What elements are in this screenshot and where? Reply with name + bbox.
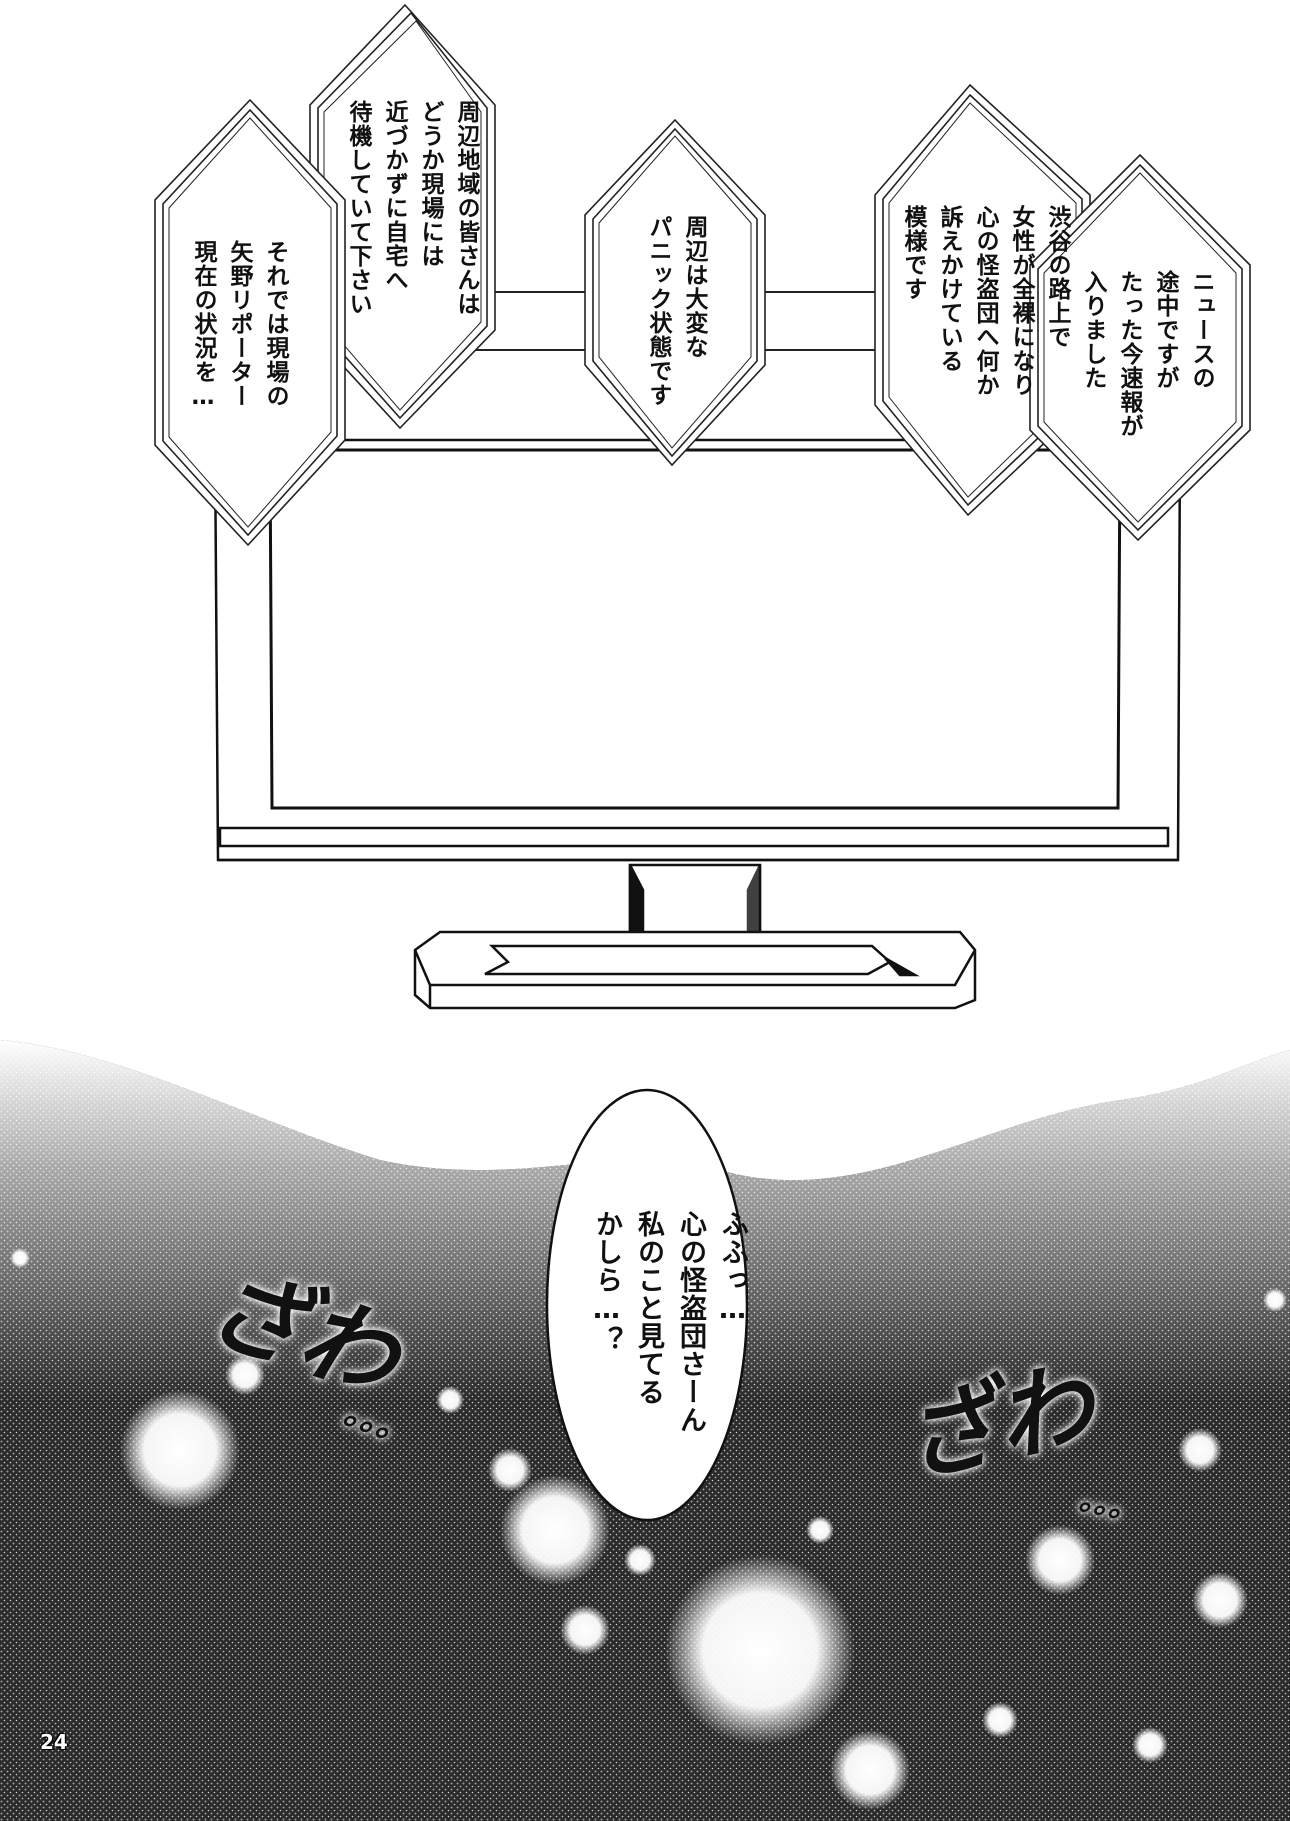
caption-center: 周辺は大変な パニック状態です: [645, 215, 707, 407]
caption-right-inner: 渋谷の路上で 女性が全裸になり 心の怪盗団へ何か 訴えかけている 模様です: [900, 205, 1070, 397]
caption-right-outer: ニュースの 途中ですが たった今速報が 入りました: [1080, 270, 1214, 438]
hex-frame-left: [154, 98, 346, 547]
hex-frame-right-outer: [1029, 153, 1251, 542]
bokeh-lights: [10, 1248, 1287, 1810]
page-number: 24: [40, 1730, 68, 1754]
caption-left: それでは現場の 矢野リポーター 現在の状況を…: [190, 240, 288, 411]
speech-bubble-text: ふふっ… 心の怪盗団さーん 私のこと見てる かしら…？: [591, 1210, 748, 1434]
hex-frame-left-center: [309, 3, 496, 430]
hex-frame-center: [584, 118, 766, 467]
caption-left-center: 周辺地域の皆さんは どうか現場には 近づかずに自宅へ 待機していて下さい: [345, 100, 479, 316]
